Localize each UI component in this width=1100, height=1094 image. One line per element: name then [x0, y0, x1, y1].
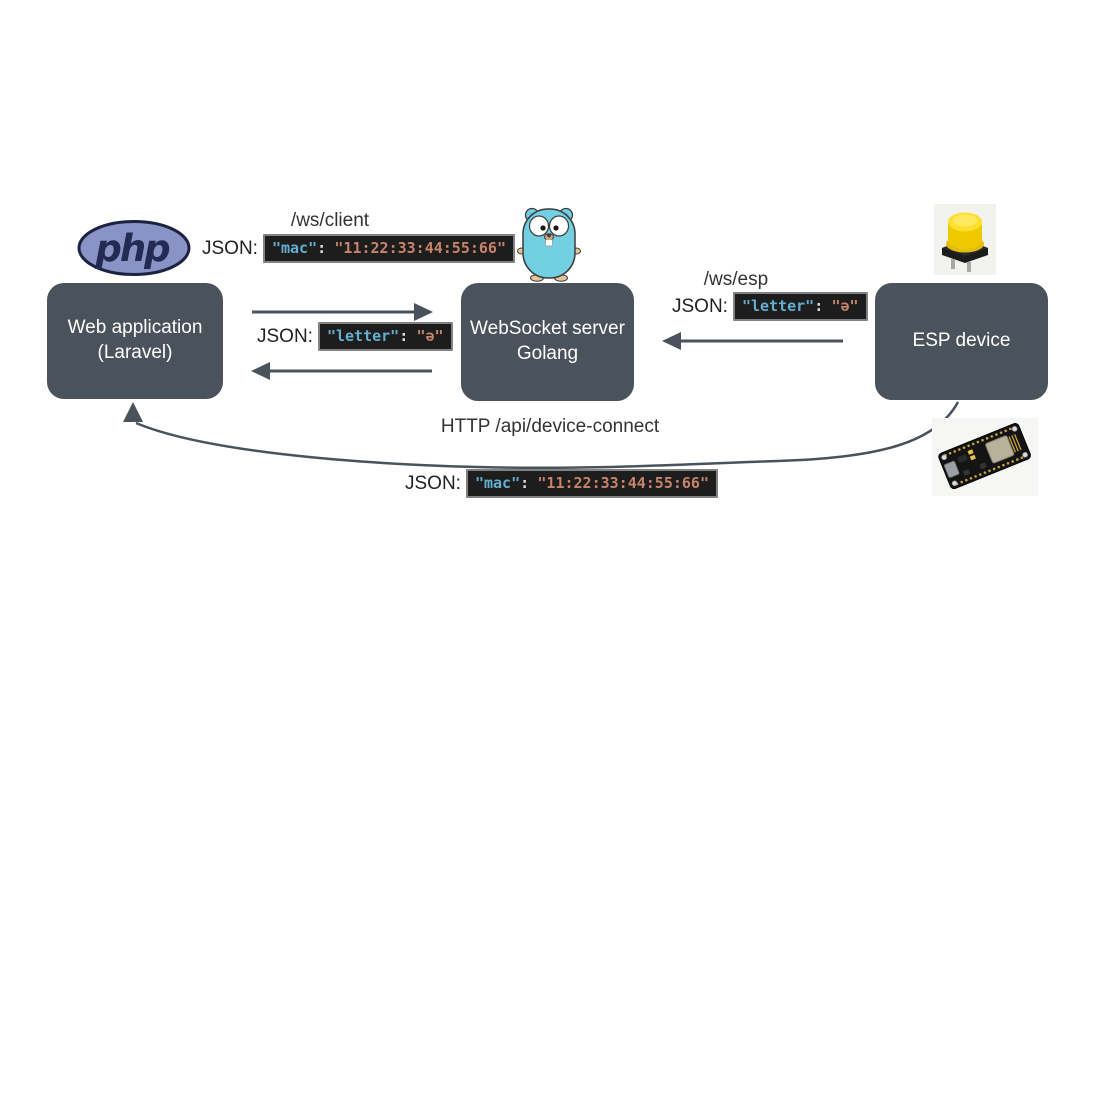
edge-label-http-device-connect: HTTP /api/device-connect: [440, 416, 660, 437]
code-box: "mac": "11:22:33:44:55:66": [465, 469, 718, 498]
code-separator: :: [520, 474, 530, 492]
code-box: "letter": "ə": [732, 292, 868, 321]
code-separator: :: [317, 239, 327, 257]
code-box: "letter": "ə": [317, 322, 453, 351]
json-label: JSON:: [257, 325, 313, 347]
php-logo: php: [76, 219, 192, 282]
arrow-left-icon: [251, 362, 270, 380]
php-logo-text: php: [94, 227, 170, 270]
edge-label-ws-esp: /ws/esp: [703, 269, 769, 290]
node-websocket-server: WebSocket server Golang: [461, 283, 634, 401]
php-logo-ellipse: [77, 220, 191, 276]
code-value: "ə": [831, 297, 859, 315]
code-value: "11:22:33:44:55:66": [334, 239, 506, 257]
go-gopher-icon: [515, 205, 583, 287]
edge-label-ws-client: /ws/client: [290, 210, 370, 231]
json-label: JSON:: [672, 295, 728, 317]
json-snippet-mac-top: JSON: "mac": "11:22:33:44:55:66": [202, 234, 515, 263]
code-separator: :: [814, 297, 824, 315]
json-snippet-mac-bottom: JSON: "mac": "11:22:33:44:55:66": [405, 469, 718, 498]
code-key: "letter": [326, 327, 400, 345]
node-websocket-server-label: WebSocket server: [470, 318, 625, 340]
code-separator: :: [399, 327, 409, 345]
code-value: "11:22:33:44:55:66": [537, 474, 709, 492]
node-web-application: Web application (Laravel): [47, 283, 223, 399]
node-esp-device: ESP device: [875, 283, 1048, 400]
arrow-right-icon: [414, 303, 433, 321]
json-snippet-letter-middle: JSON: "letter": "ə": [257, 322, 453, 351]
push-button-image: [934, 204, 996, 280]
json-snippet-letter-right: JSON: "letter": "ə": [672, 292, 868, 321]
arrow-left-icon: [662, 332, 681, 350]
code-value: "ə": [416, 327, 444, 345]
code-box: "mac": "11:22:33:44:55:66": [262, 234, 515, 263]
arrow-up-icon: [123, 402, 143, 422]
nodemcu-board-image: [932, 418, 1038, 501]
json-label: JSON:: [202, 237, 258, 259]
node-websocket-server-sublabel: Golang: [516, 343, 579, 364]
json-label: JSON:: [405, 472, 461, 494]
code-key: "letter": [741, 297, 815, 315]
code-key: "mac": [271, 239, 318, 257]
node-web-application-label: Web application: [67, 317, 203, 339]
node-web-application-sublabel: (Laravel): [97, 342, 173, 363]
code-key: "mac": [474, 474, 521, 492]
node-esp-device-label: ESP device: [912, 330, 1011, 352]
